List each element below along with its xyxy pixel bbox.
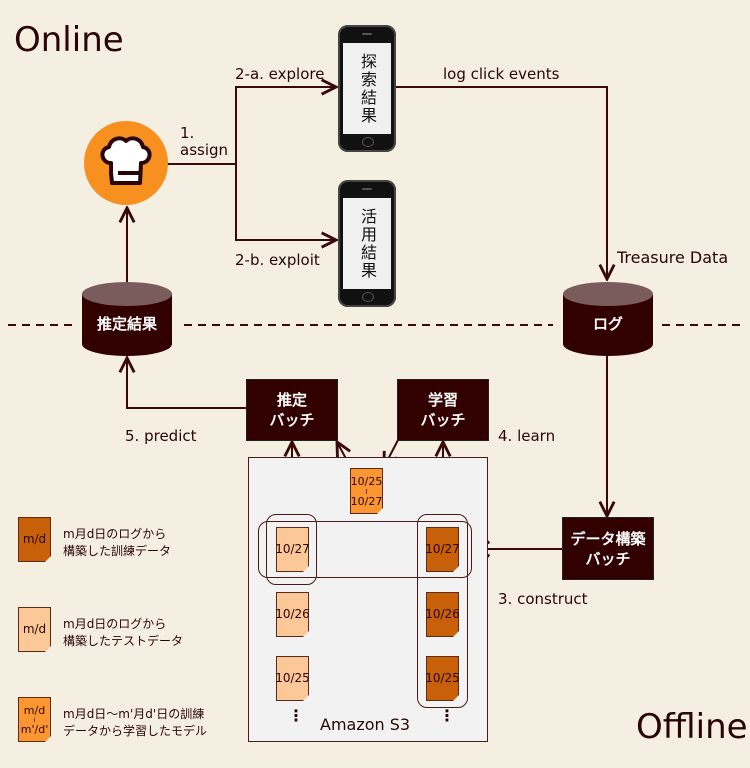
construct-batch-line1: データ構築 <box>570 529 646 548</box>
legend-model-doc-line2: m'/d' <box>20 722 49 736</box>
model-tilde: ≀ <box>365 486 368 496</box>
predict-batch-line2: バッチ <box>269 411 315 429</box>
treasure-data-label: Treasure Data <box>617 248 729 267</box>
prediction-result-label: 推定結果 <box>96 314 157 333</box>
explore-label: 2-a. explore <box>235 65 325 83</box>
train-data-group <box>417 514 468 708</box>
phone-speaker <box>362 33 372 35</box>
explore-result-text: 探索結果 <box>358 52 377 125</box>
chef-hat-icon <box>100 136 152 185</box>
log-click-arrow <box>396 86 607 279</box>
exploit-result-phone: 活用結果 <box>338 180 396 307</box>
learn-batch: 学習 バッチ <box>398 380 488 440</box>
legend-train-line1: m月d日のログから <box>63 527 167 541</box>
legend-test-text: m月d日のログから 構築したテストデータ <box>63 616 183 650</box>
test-document: 10/27 <box>275 527 310 572</box>
legend-model-line1: m月d日〜m'月d'日の訓練 <box>63 707 205 721</box>
legend-test-line2: 構築したテストデータ <box>63 634 184 648</box>
exploit-result-text: 活用結果 <box>358 207 377 280</box>
train-document: 10/27 <box>425 527 460 572</box>
legend-model-doc-tilde: ≀ <box>33 715 36 724</box>
chef-logo <box>84 121 168 205</box>
test-data-group <box>266 514 317 585</box>
legend-test-line1: m月d日のログから <box>63 617 167 631</box>
legend-train-text: m月d日のログから 構築した訓練データ <box>63 526 171 560</box>
predict-batch: 推定 バッチ <box>247 380 337 440</box>
construct-label: 3. construct <box>498 590 588 608</box>
assign-label: 1. assign <box>180 125 228 159</box>
model-document: 10/25 ≀ 10/27 <box>350 468 383 514</box>
log-click-events-label: log click events <box>443 65 560 83</box>
legend-model-doc-line1: m/d <box>23 703 46 717</box>
test-document: 10/25 <box>275 656 310 701</box>
explore-result-phone: 探索結果 <box>338 25 396 152</box>
model-date-start: 10/25 <box>350 474 383 488</box>
phone-home-button <box>362 292 374 302</box>
phone-screen: 活用結果 <box>343 198 391 289</box>
assign-step-text: assign <box>180 141 229 159</box>
phone-speaker <box>362 188 372 190</box>
construct-batch-line2: バッチ <box>585 549 631 568</box>
model-date-end: 10/27 <box>350 494 383 508</box>
log-label: ログ <box>592 314 623 333</box>
exploit-arrow <box>235 164 336 240</box>
train-document: 10/25 <box>425 656 460 701</box>
learn-label: 4. learn <box>498 427 556 445</box>
latest-date-group <box>258 521 472 578</box>
predict-arrow <box>127 358 247 409</box>
construct-batch: データ構築 バッチ <box>563 518 653 579</box>
learn-batch-line2: バッチ <box>420 411 466 429</box>
log-database: ログ <box>563 282 653 356</box>
legend-train-line2: 構築した訓練データ <box>63 544 172 558</box>
learn-batch-line1: 学習 <box>427 391 458 409</box>
phone-home-button <box>362 137 374 147</box>
legend-model-text: m月d日〜m'月d'日の訓練 データから学習したモデル <box>63 706 207 740</box>
test-more-ellipsis: ⋮ <box>288 706 304 725</box>
legend-train-icon: m/d <box>18 517 51 562</box>
exploit-label: 2-b. exploit <box>235 251 320 269</box>
amazon-s3-label: Amazon S3 <box>320 715 411 734</box>
assign-step-number: 1. <box>180 124 195 142</box>
test-document: 10/26 <box>275 592 310 637</box>
offline-title: Offline <box>636 707 748 747</box>
legend-test-icon: m/d <box>18 607 51 652</box>
train-document: 10/26 <box>425 592 460 637</box>
legend-model-icon: m/d ≀ m'/d' <box>18 697 51 742</box>
train-more-ellipsis: ⋮ <box>439 706 455 725</box>
prediction-result-database: 推定結果 <box>82 282 172 356</box>
predict-label: 5. predict <box>125 427 197 445</box>
explore-arrow <box>235 87 336 164</box>
phone-screen: 探索結果 <box>343 43 391 134</box>
legend-model-line2: データから学習したモデル <box>63 724 208 738</box>
online-title: Online <box>14 20 124 60</box>
predict-batch-line1: 推定 <box>276 391 307 409</box>
